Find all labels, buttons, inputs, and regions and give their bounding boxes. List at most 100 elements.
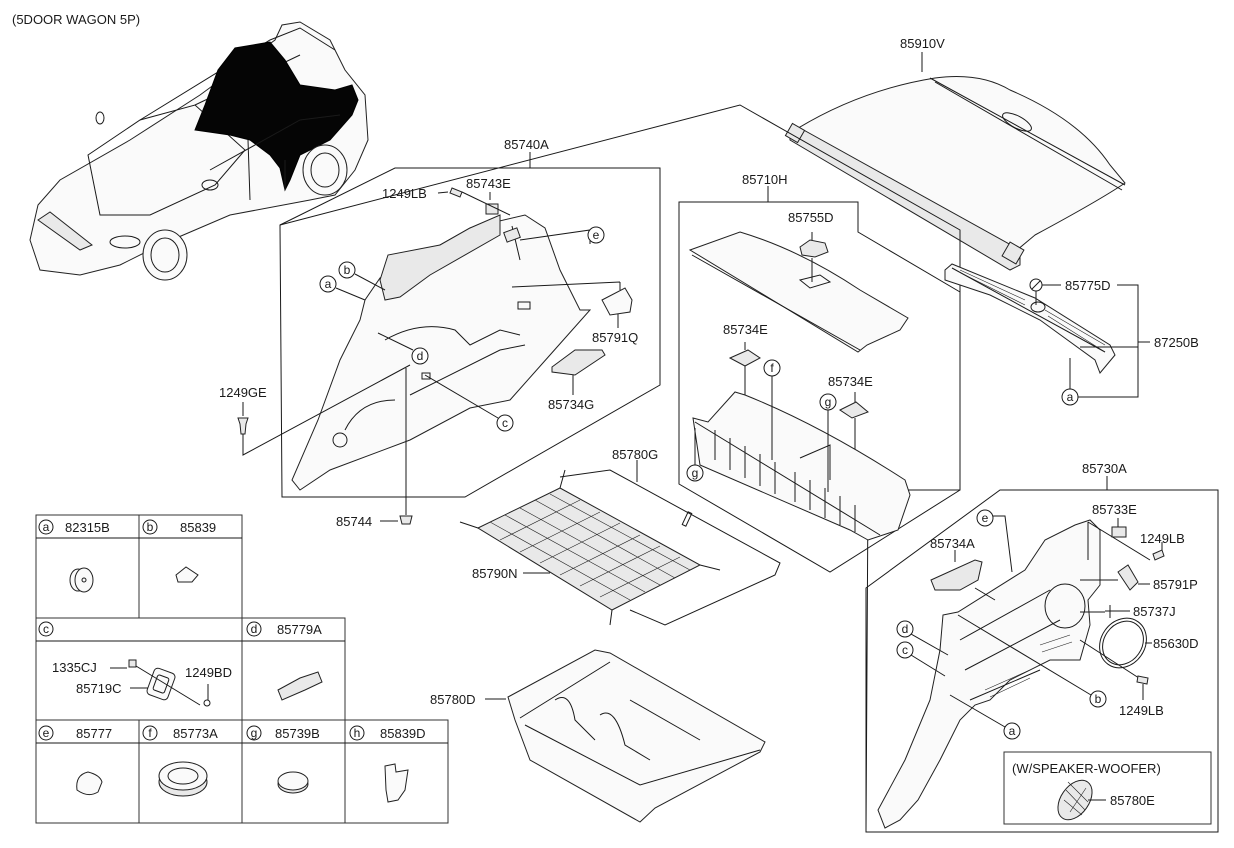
table-cell-a[interactable]: a 82315B <box>38 519 110 593</box>
clip-85744[interactable]: 85744 <box>336 368 413 529</box>
callout-85791p: 85791P <box>1153 577 1198 592</box>
luggage-tray-85710h[interactable] <box>692 391 911 541</box>
table-cell-b[interactable]: b 85839 <box>142 519 216 583</box>
callout-85730a: 85730A <box>1082 461 1127 476</box>
clip-85777-icon <box>76 771 103 796</box>
svg-text:g: g <box>825 395 832 409</box>
table-part-1335cj: 1335CJ <box>52 660 97 675</box>
callout-85630d: 85630D <box>1153 636 1199 651</box>
table-cell-f[interactable]: f 85773A <box>142 725 218 797</box>
table-cell-c[interactable]: c 1335CJ 85719C 1249BD <box>38 621 232 707</box>
ref-a-87250b: a <box>1067 390 1074 404</box>
quarter-trim-rh[interactable] <box>877 519 1101 829</box>
car-illustration <box>29 21 369 281</box>
callout-1249lb-lower: 1249LB <box>1119 703 1164 718</box>
ref-c-85730a: c <box>896 641 946 677</box>
clip-85775d[interactable]: 85775D <box>1029 278 1111 305</box>
group-85730a: 85730A <box>865 461 1219 833</box>
ref-g-85710h-top: g <box>819 393 837 492</box>
plug-85773a-icon <box>158 761 208 797</box>
table-part-f: 85773A <box>173 726 218 741</box>
table-part-e: 85777 <box>76 726 112 741</box>
svg-text:g: g <box>692 466 699 480</box>
screw-1249ge[interactable]: 1249GE <box>219 364 411 456</box>
screw-1249lb-lower[interactable]: 1249LB <box>1079 639 1164 718</box>
ref-b-85740a: b <box>338 261 386 291</box>
group-85740a: 85740A <box>279 137 661 498</box>
callout-85910v: 85910V <box>900 36 945 51</box>
ref-g-85710h-left: g <box>686 428 704 482</box>
table-part-1249bd: 1249BD <box>185 665 232 680</box>
svg-text:a: a <box>325 277 332 291</box>
cover-85791q[interactable]: 85791Q <box>511 229 638 345</box>
svg-text:e: e <box>982 511 989 525</box>
luggage-tray-85780d[interactable]: 85780D <box>430 649 766 823</box>
ref-a-85730a: a <box>949 694 1021 740</box>
woofer-85780e[interactable]: 85780E <box>1051 774 1155 826</box>
group-85710h: 85710H <box>678 172 961 573</box>
svg-text:f: f <box>148 726 152 740</box>
svg-text:d: d <box>251 622 258 636</box>
ring-85630d[interactable]: 85630D <box>1090 609 1199 677</box>
callout-85775d: 85775D <box>1065 278 1111 293</box>
bracket-87250b: 87250B a <box>1061 284 1199 406</box>
table-cell-h[interactable]: h 85839D <box>349 725 426 803</box>
handle-85755d[interactable]: 85755D <box>788 210 834 289</box>
table-part-d: 85779A <box>277 622 322 637</box>
screw-1249lb-upper[interactable]: 1249LB <box>1140 531 1185 561</box>
sill-plate-87250b[interactable] <box>944 263 1116 374</box>
callout-85755d: 85755D <box>788 210 834 225</box>
grille-85791p[interactable]: 85791P <box>1080 564 1198 592</box>
svg-text:h: h <box>354 726 361 740</box>
grommet-icon <box>110 659 211 707</box>
table-part-g: 85739B <box>275 726 320 741</box>
table-cell-d[interactable]: d 85779A <box>246 621 323 701</box>
clip-82315b-icon <box>69 567 94 593</box>
ref-c-85740a: c <box>424 374 514 432</box>
luggage-board-85710h[interactable] <box>688 231 909 353</box>
cargo-cover-85910v[interactable]: 85910V <box>784 36 1126 271</box>
svg-text:b: b <box>1095 692 1102 706</box>
callout-85734a: 85734A <box>930 536 975 551</box>
svg-text:b: b <box>344 263 351 277</box>
cargo-net-85790n[interactable]: 85790N <box>459 469 721 626</box>
ref-d-85740a: d <box>377 332 429 365</box>
table-part-85719c: 85719C <box>76 681 122 696</box>
cargo-net-frame-85780g[interactable]: 85780G <box>559 447 781 626</box>
callout-85734g: 85734G <box>548 397 594 412</box>
cap-85739b-icon <box>277 771 309 794</box>
fastener-table: a 82315B b 85839 c 1335CJ 85719C 1249BD <box>35 514 449 824</box>
table-cell-e[interactable]: e 85777 <box>38 725 112 796</box>
ref-e-85740a: e <box>587 226 605 244</box>
callout-85780e: 85780E <box>1110 793 1155 808</box>
clip-85737j[interactable]: 85737J <box>1080 604 1176 619</box>
callout-1249lb-upper: 1249LB <box>1140 531 1185 546</box>
callout-85791q: 85791Q <box>592 330 638 345</box>
pad-85734e-right[interactable]: 85734E <box>828 374 873 500</box>
quarter-trim-lh[interactable] <box>291 214 592 491</box>
callout-85734e-right: 85734E <box>828 374 873 389</box>
ref-a-85740a: a <box>319 275 366 301</box>
mat-85734a[interactable]: 85734A <box>930 536 996 601</box>
mat-85734g[interactable]: 85734G <box>548 349 606 412</box>
variant-title: (5DOOR WAGON 5P) <box>12 12 140 27</box>
svg-text:c: c <box>502 416 508 430</box>
clip-85743e[interactable]: 85743E <box>461 176 511 216</box>
table-cell-g[interactable]: g 85739B <box>246 725 320 794</box>
table-part-h: 85839D <box>380 726 426 741</box>
ref-f-85710h: f <box>763 359 781 460</box>
svg-text:b: b <box>147 520 154 534</box>
hook-85779a-icon <box>277 671 323 701</box>
pad-85734e-left[interactable]: 85734E <box>723 322 768 445</box>
callout-85780g: 85780G <box>612 447 658 462</box>
clip-85839d-icon <box>384 763 409 803</box>
clip-85839-icon <box>175 566 199 583</box>
callout-85737j: 85737J <box>1133 604 1176 619</box>
callout-87250b: 87250B <box>1154 335 1199 350</box>
table-part-a: 82315B <box>65 520 110 535</box>
svg-text:f: f <box>770 361 774 375</box>
screw-1249lb-left[interactable]: 1249LB <box>382 186 463 201</box>
clip-85733e[interactable]: 85733E <box>1087 502 1151 561</box>
woofer-box-title: (W/SPEAKER-WOOFER) <box>1012 761 1161 776</box>
svg-text:d: d <box>902 622 909 636</box>
